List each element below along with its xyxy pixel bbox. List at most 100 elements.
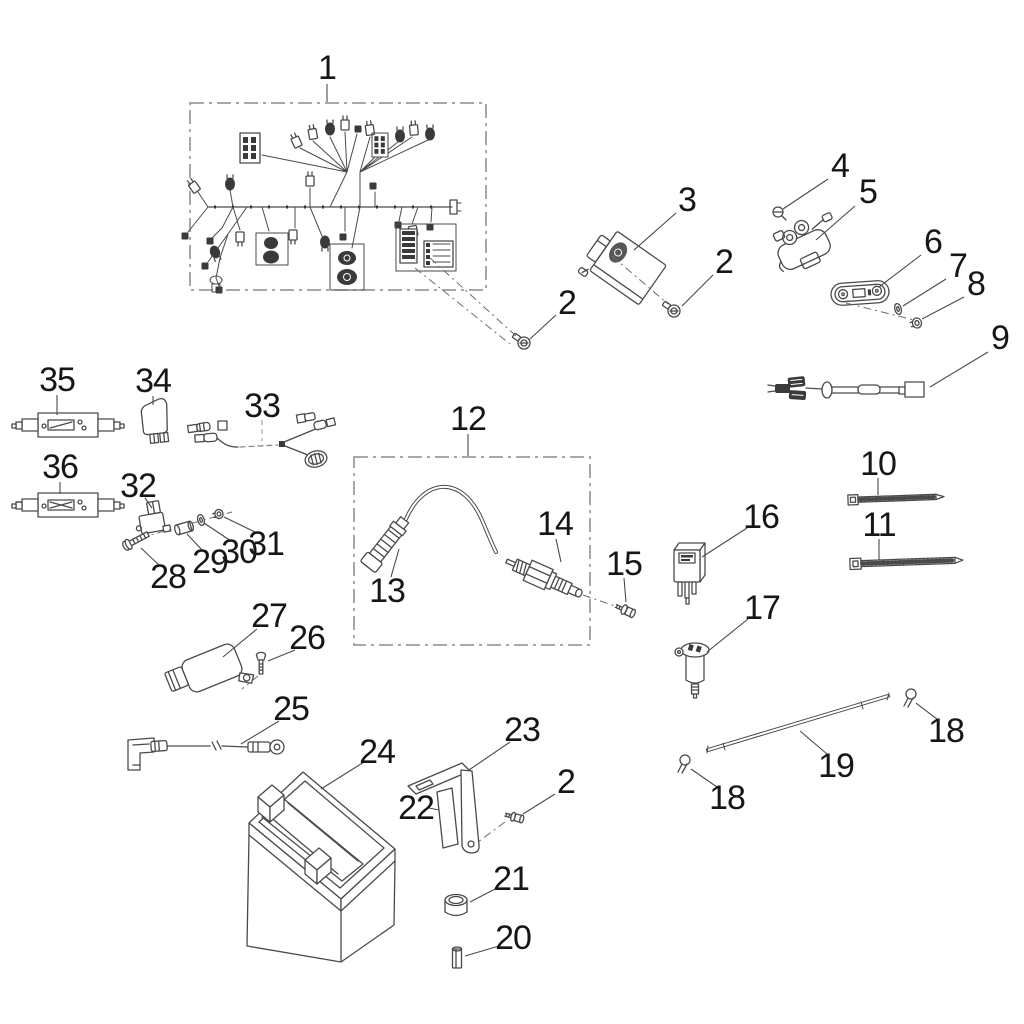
part-11-cable-tie-long bbox=[849, 556, 964, 571]
part-number-label-6-7: 6 bbox=[924, 223, 942, 261]
part-28-bolt bbox=[122, 531, 150, 551]
part-number-label-12-13: 12 bbox=[450, 400, 486, 438]
part-5-starter-relay bbox=[772, 212, 833, 272]
part-2-screw-b bbox=[661, 300, 681, 318]
part-number-label-26-28: 26 bbox=[289, 619, 325, 657]
part-18-clip-right bbox=[903, 688, 917, 708]
callout-leader-28-30 bbox=[140, 547, 161, 567]
callout-leader-16-17 bbox=[701, 527, 748, 558]
part-number-label-20-22: 20 bbox=[495, 919, 531, 957]
part-number-label-31-33: 31 bbox=[248, 525, 284, 563]
part-27-ignition-coil bbox=[164, 643, 259, 693]
part-16-flasher-relay bbox=[673, 542, 706, 605]
callout-leader-25-27 bbox=[240, 720, 280, 745]
callout-leader-6-7 bbox=[878, 254, 922, 288]
part-9-starter-cable bbox=[767, 376, 925, 400]
part-34-relay bbox=[140, 397, 170, 444]
part-35-fuse-assembly bbox=[11, 412, 125, 438]
part-number-label-13-14: 13 bbox=[369, 572, 405, 610]
callout-leader-15-16 bbox=[623, 577, 627, 603]
part-13-spark-plug-cap bbox=[360, 484, 498, 573]
part-number-label-1-0: 1 bbox=[318, 49, 336, 87]
part-number-label-10-11: 10 bbox=[860, 445, 896, 483]
part-number-label-7-8: 7 bbox=[949, 247, 967, 285]
part-25-battery-cable bbox=[127, 737, 285, 771]
callout-leader-19-20 bbox=[799, 730, 828, 755]
part-1-wiring-harness bbox=[181, 102, 517, 345]
part-number-label-8-9: 8 bbox=[967, 265, 985, 303]
callout-leader-8-9 bbox=[921, 296, 965, 320]
part-23-battery-bracket bbox=[407, 762, 480, 854]
part-20-pin bbox=[451, 946, 463, 969]
callout-leader-2-1 bbox=[529, 314, 557, 340]
callout-leader-21-23 bbox=[469, 887, 498, 903]
part-24-battery bbox=[246, 771, 396, 963]
part-3-cdi-unit bbox=[577, 231, 669, 305]
part-32-switch bbox=[135, 500, 172, 535]
callout-leader-27-29 bbox=[222, 628, 258, 658]
part-number-label-35-37: 35 bbox=[39, 361, 75, 399]
part-19-rod bbox=[706, 692, 890, 754]
callout-leader-3-4 bbox=[633, 212, 677, 251]
part-29-spacer bbox=[174, 520, 194, 536]
callout-leader-17-18 bbox=[706, 618, 749, 653]
part-number-label-9-10: 9 bbox=[991, 319, 1009, 357]
part-21-grommet bbox=[444, 893, 468, 917]
part-number-label-14-15: 14 bbox=[537, 505, 573, 543]
part-number-label-33-35: 33 bbox=[244, 387, 280, 425]
callout-leader-7-8 bbox=[902, 278, 947, 307]
part-number-label-5-6: 5 bbox=[859, 173, 877, 211]
part-number-label-23-25: 23 bbox=[504, 711, 540, 749]
callout-leader-26-28 bbox=[267, 649, 296, 662]
callout-leader-5-6 bbox=[815, 205, 856, 241]
part-12-ignition-lead-assembly bbox=[353, 456, 591, 646]
part-number-label-25-27: 25 bbox=[273, 690, 309, 728]
part-33-sub-wire-harness bbox=[186, 412, 337, 468]
callout-leader-2-3 bbox=[522, 793, 556, 815]
part-number-label-19-20: 19 bbox=[818, 747, 854, 785]
part-number-label-2-3: 2 bbox=[557, 763, 575, 801]
callout-leader-20-22 bbox=[464, 945, 500, 957]
part-number-label-22-24: 22 bbox=[398, 789, 434, 827]
part-15-bolt bbox=[614, 603, 636, 619]
part-8-nut bbox=[909, 317, 923, 329]
part-number-label-28-30: 28 bbox=[150, 558, 186, 596]
part-18-clip-left bbox=[677, 754, 691, 774]
callout-leader-24-26 bbox=[320, 761, 365, 790]
callout-leader-29-31 bbox=[186, 533, 204, 552]
callout-leader-23-25 bbox=[468, 741, 511, 771]
callout-leader-18-21 bbox=[690, 768, 718, 788]
part-7-washer bbox=[893, 302, 903, 316]
part-number-label-21-23: 21 bbox=[493, 860, 529, 898]
callout-leader-9-10 bbox=[929, 351, 989, 388]
part-30-washer bbox=[196, 513, 206, 527]
part-number-label-18-21: 18 bbox=[709, 779, 745, 817]
part-number-label-36-38: 36 bbox=[42, 448, 78, 486]
callout-leader-30-32 bbox=[203, 522, 232, 542]
callout-leader-31-33 bbox=[223, 516, 258, 534]
part-6-mount-plate bbox=[830, 280, 919, 322]
part-number-label-4-5: 4 bbox=[831, 147, 849, 185]
callout-leader-22-24 bbox=[428, 807, 440, 811]
callout-leader-14-15 bbox=[555, 538, 562, 563]
callout-leader-4-5 bbox=[782, 178, 829, 210]
part-10-cable-tie bbox=[847, 493, 945, 506]
part-number-label-18-19: 18 bbox=[928, 712, 964, 750]
part-number-label-11-12: 11 bbox=[862, 506, 895, 544]
callout-leader-32-34 bbox=[144, 497, 153, 509]
callout-leader-18-19 bbox=[915, 702, 938, 720]
part-number-label-2-2: 2 bbox=[715, 243, 733, 281]
part-14-spark-plug bbox=[505, 558, 616, 607]
part-number-label-29-31: 29 bbox=[192, 543, 228, 581]
part-31-nut bbox=[212, 508, 224, 520]
part-number-label-2-1: 2 bbox=[558, 284, 576, 322]
part-number-label-30-32: 30 bbox=[221, 533, 257, 571]
part-number-label-15-16: 15 bbox=[606, 545, 642, 583]
part-number-label-3-4: 3 bbox=[678, 181, 696, 219]
part-17-sensor bbox=[674, 642, 710, 699]
callout-leader-13-14 bbox=[390, 548, 400, 578]
part-4-screw bbox=[772, 206, 787, 221]
